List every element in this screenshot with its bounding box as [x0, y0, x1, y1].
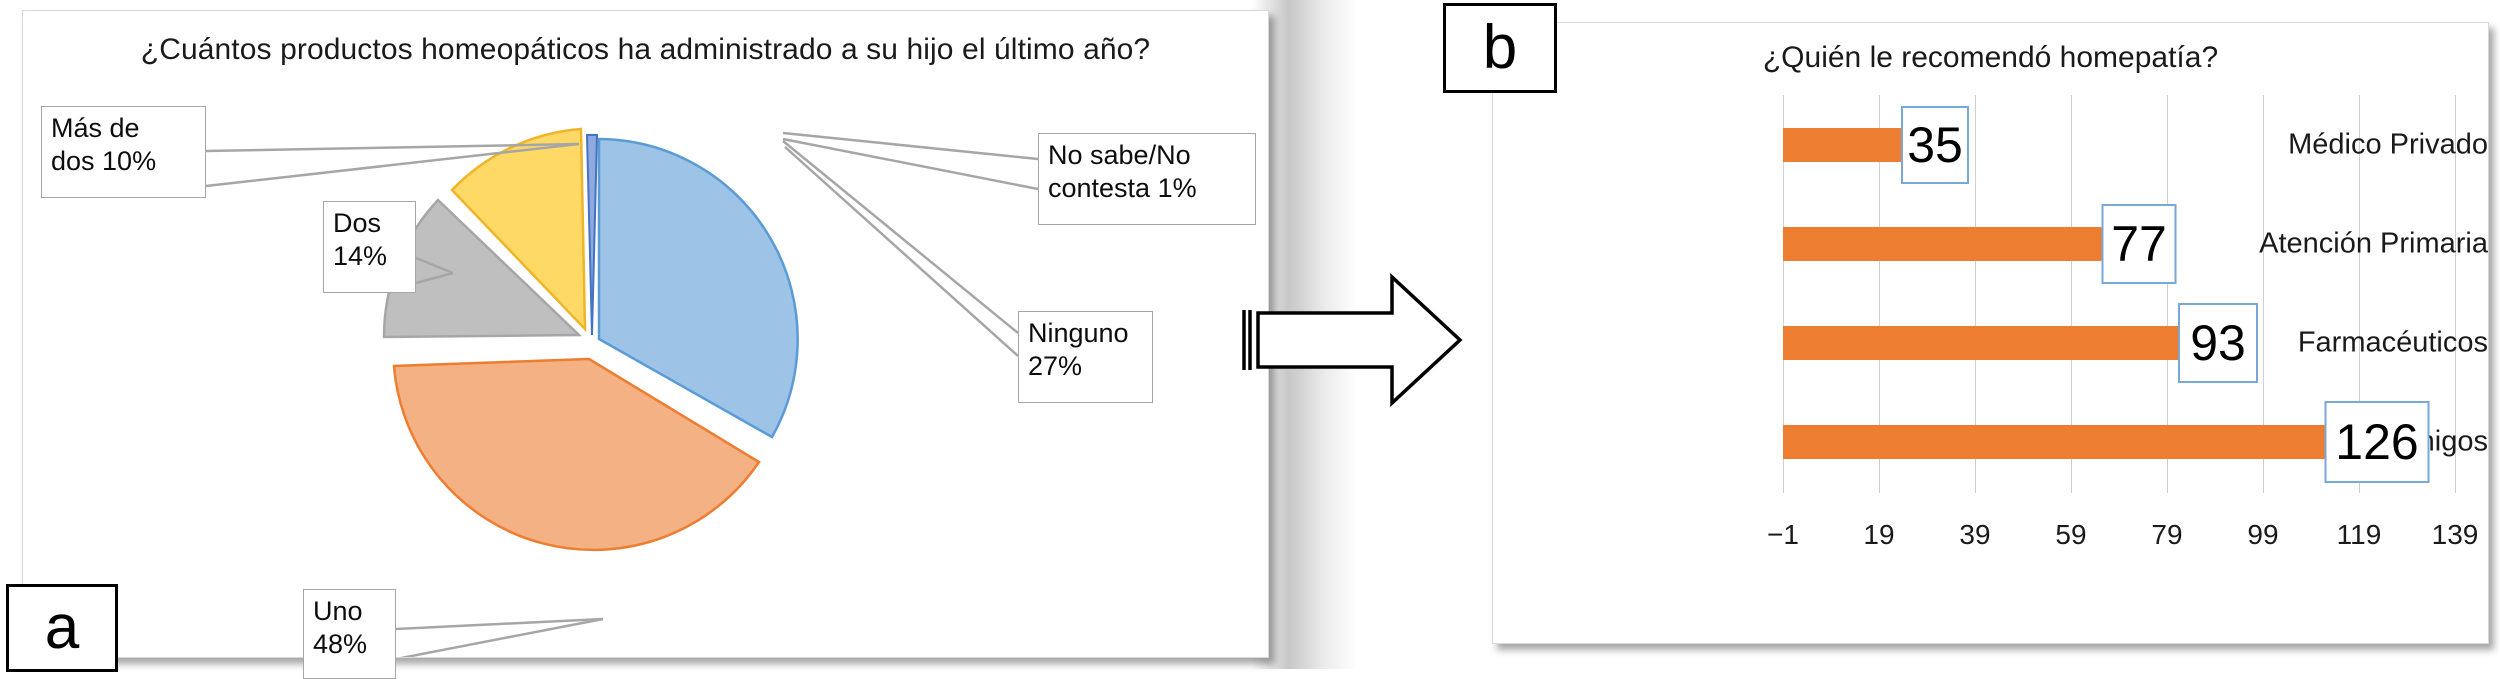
bar-chart-title: ¿Quién le recomendó homepatía? — [1762, 41, 2219, 74]
pie-callout-mas-de-dos: Más de dos 10% — [41, 106, 206, 198]
flow-arrow — [1240, 255, 1470, 425]
gridline — [1783, 95, 1784, 493]
bar-value-label: 35 — [1901, 106, 1969, 184]
gridline — [1879, 95, 1880, 493]
right-arrow-icon — [1242, 272, 1463, 408]
pie-svg — [382, 127, 799, 552]
bar-category-label: Atención Primaria — [2259, 227, 2488, 260]
bar-atencion-primaria — [1783, 227, 2157, 261]
pie-chart-title: ¿Cuántos productos homeopáticos ha admin… — [140, 33, 1151, 66]
pie-slice-ninguno — [597, 137, 799, 439]
bar-value-label: 77 — [2101, 204, 2177, 284]
x-tick: 19 — [1863, 519, 1895, 550]
gridline — [2071, 95, 2072, 493]
panel-b-bar-chart: ¿Quién le recomendó homepatía? Médico Pr… — [1492, 22, 2489, 644]
panel-a-pie-chart: ¿Cuántos productos homeopáticos ha admin… — [22, 10, 1269, 679]
panel-label-b: b — [1443, 3, 1557, 93]
gridline — [2167, 95, 2168, 493]
bar-plot-area: Médico Privado Atención Primaria Farmacé… — [1493, 95, 2488, 565]
x-tick: 139 — [2431, 519, 2479, 550]
gridline — [2263, 95, 2264, 493]
x-tick: 119 — [2336, 519, 2382, 550]
pie-slice-uno — [392, 357, 761, 552]
panel-label-a: a — [6, 584, 118, 672]
bar-value-label: 93 — [2178, 303, 2258, 383]
pie-callout-no-sabe: No sabe/No contesta 1% — [1038, 133, 1256, 225]
pie-callout-uno: Uno 48% — [303, 589, 396, 679]
x-tick: 99 — [2247, 519, 2279, 550]
bar-farmaceuticos — [1783, 326, 2234, 360]
pie-callout-ninguno: Ninguno 27% — [1018, 311, 1153, 403]
pie-slice-no-sabe — [585, 133, 599, 336]
x-tick: 59 — [2055, 519, 2087, 550]
x-tick: 79 — [2151, 519, 2183, 550]
x-tick: −1 — [1767, 519, 1799, 550]
bar-category-label: Farmacéuticos — [2297, 326, 2488, 359]
pie-callout-dos: Dos 14% — [323, 201, 416, 293]
x-axis-ticks: −1 19 39 59 79 99 119 139 — [1493, 519, 2488, 559]
gridline — [2359, 95, 2360, 493]
bar-category-label: Médico Privado — [2288, 128, 2488, 161]
bar-familia-amigos — [1783, 425, 2393, 459]
gridline — [1975, 95, 1976, 493]
gridline — [2455, 95, 2456, 493]
bar-value-label: 126 — [2324, 401, 2430, 483]
x-tick: 39 — [1959, 519, 1991, 550]
pie-graphic — [223, 71, 943, 661]
